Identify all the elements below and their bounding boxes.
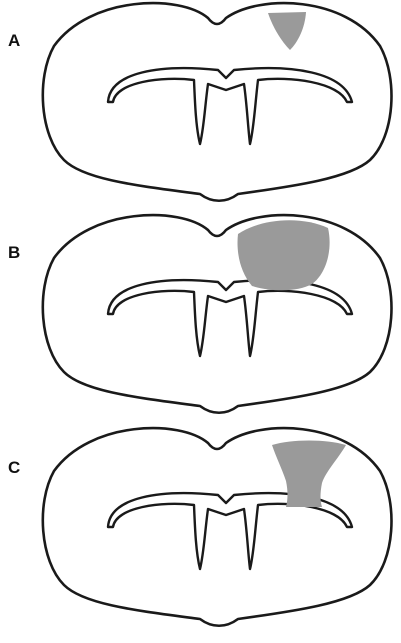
panel-a: A bbox=[8, 3, 391, 201]
panel-label-c: C bbox=[8, 458, 20, 477]
panel-label-b: B bbox=[8, 243, 20, 262]
brain-outline bbox=[43, 428, 392, 626]
panel-label-a: A bbox=[8, 31, 20, 50]
lesion-area bbox=[238, 220, 330, 290]
brain-outline bbox=[43, 3, 392, 201]
panel-c: C bbox=[8, 428, 391, 626]
brain-outline bbox=[43, 215, 392, 413]
panel-b: B bbox=[8, 215, 391, 413]
